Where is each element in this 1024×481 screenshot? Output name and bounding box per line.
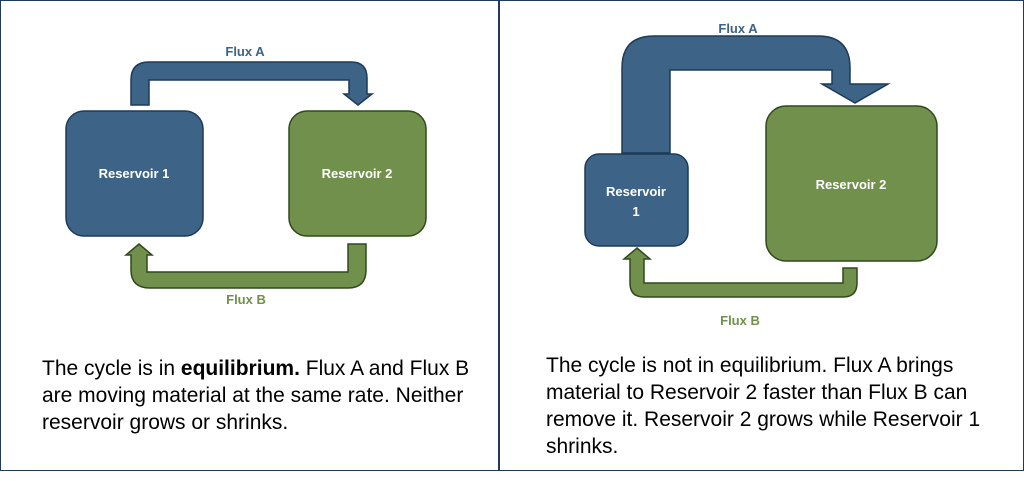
caption-intro: The cycle is in <box>42 357 181 380</box>
reservoir-2-box <box>765 105 938 262</box>
equilibrium-caption: The cycle is in equilibrium. Flux A and … <box>42 355 472 436</box>
flux-a-arrow <box>130 61 375 106</box>
caption-equilibrium-bold: equilibrium. <box>180 357 300 380</box>
reservoir-1-box <box>65 110 204 237</box>
reservoir-1-label-line2: 1 <box>632 204 639 219</box>
reservoir-1-label: Reservoir 1 <box>99 166 170 181</box>
flux-a-label: Flux A <box>718 21 758 36</box>
reservoir-2-box <box>288 110 427 237</box>
panel-divider <box>498 0 500 471</box>
reservoir-2-label: Reservoir 2 <box>322 166 393 181</box>
equilibrium-diagram: Flux A Reservoir 1 Reservoir 2 Flux B <box>65 44 427 307</box>
flux-b-arrow <box>621 247 858 298</box>
non-equilibrium-panel: Flux A Reservoir 1 Reservoir 2 Flux B Th… <box>500 0 1024 471</box>
reservoir-1-label-line1: Reservoir <box>606 184 666 199</box>
flux-b-label: Flux B <box>226 292 266 307</box>
flux-a-label: Flux A <box>225 44 265 59</box>
flux-a-arrow <box>621 35 891 154</box>
caption-body: Flux A and Flux B are moving material at… <box>42 357 470 434</box>
reservoir-2-label: Reservoir 2 <box>816 177 887 192</box>
equilibrium-panel: Flux A Reservoir 1 Reservoir 2 Flux B Th… <box>0 0 498 471</box>
flux-b-label: Flux B <box>720 313 760 328</box>
flux-b-arrow <box>123 243 367 289</box>
reservoir-1-box <box>584 153 689 247</box>
non-equilibrium-caption: The cycle is not in equilibrium. Flux A … <box>546 354 981 458</box>
non-equilibrium-diagram: Flux A Reservoir 1 Reservoir 2 Flux B <box>584 21 938 328</box>
